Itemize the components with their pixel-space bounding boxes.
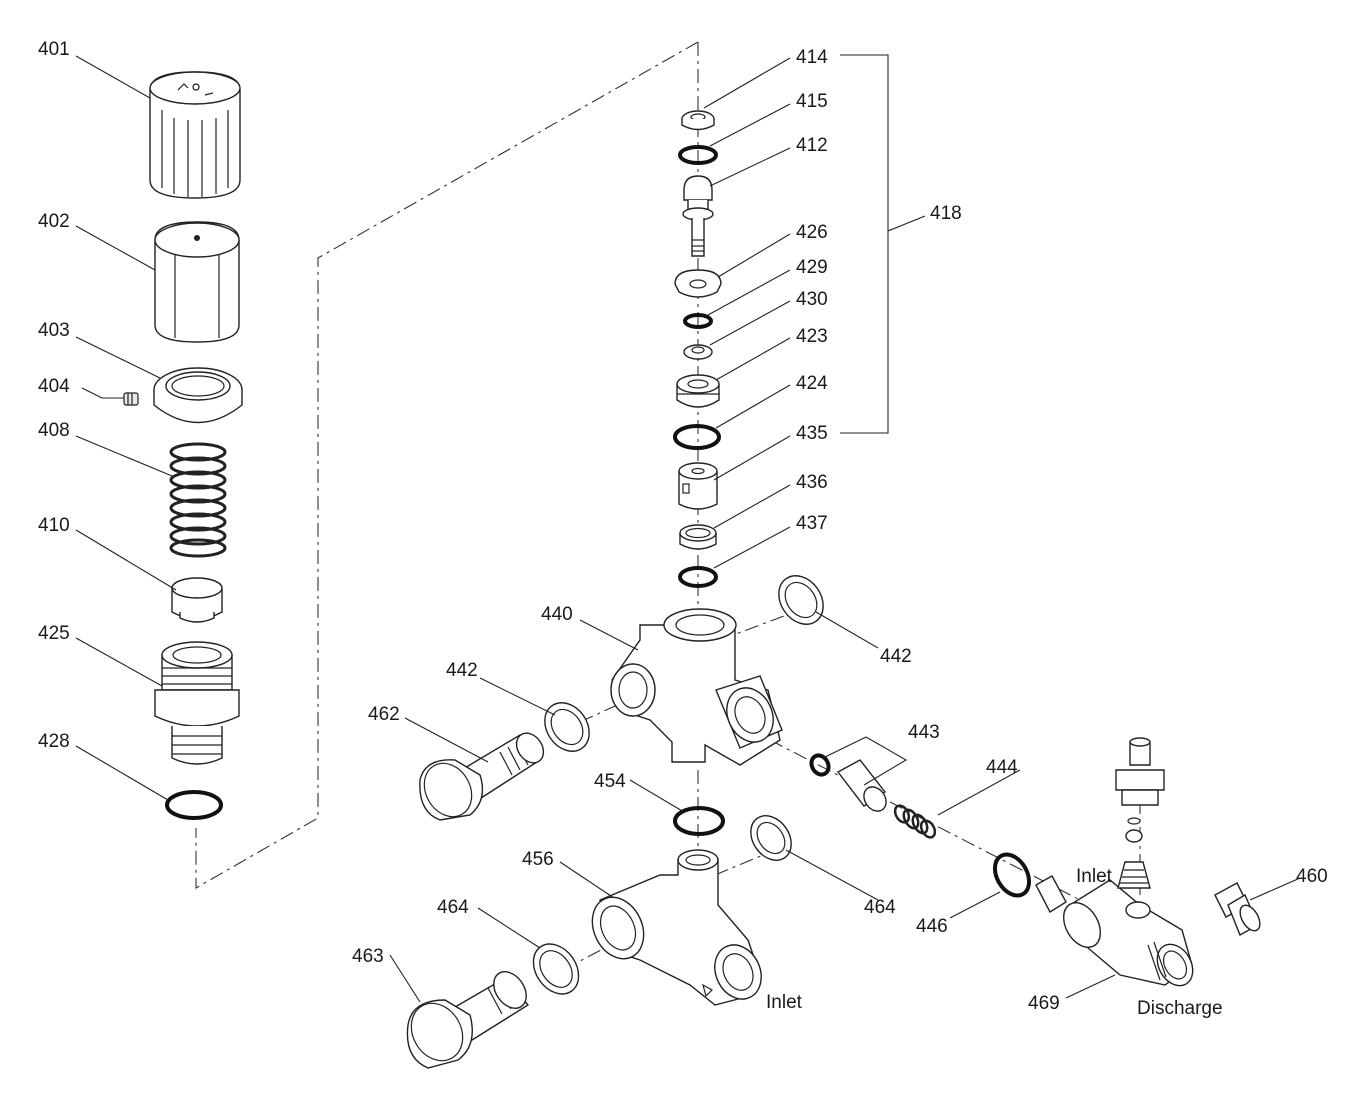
label-446: 446 xyxy=(916,916,948,937)
label-415: 415 xyxy=(796,91,828,112)
label-403: 403 xyxy=(38,320,70,341)
label-404: 404 xyxy=(38,376,70,397)
part-435-sleeve xyxy=(678,462,718,510)
label-442-left: 442 xyxy=(446,660,478,681)
part-424-o-ring xyxy=(673,424,721,450)
label-429: 429 xyxy=(796,257,828,278)
part-403-ring-nut xyxy=(153,367,243,424)
part-430-washer xyxy=(683,344,713,360)
leader-lines xyxy=(75,55,1301,1003)
part-444-spring xyxy=(893,804,937,839)
part-464-seal-left xyxy=(532,943,580,995)
part-415-o-ring xyxy=(678,145,718,165)
part-414-washer xyxy=(681,110,715,131)
label-435: 435 xyxy=(796,423,828,444)
part-460-nipple xyxy=(1214,882,1261,936)
part-425-seat xyxy=(154,641,240,765)
label-464-right: 464 xyxy=(864,897,896,918)
part-469-unloader-body xyxy=(1035,875,1194,987)
assembly-centerlines xyxy=(195,41,1141,983)
part-429-o-ring xyxy=(683,313,713,329)
kit-418-bracket xyxy=(840,54,889,434)
part-401-knob xyxy=(149,71,241,199)
part-412-valve-stem xyxy=(682,175,714,257)
label-412: 412 xyxy=(796,135,828,156)
part-442-seal-right xyxy=(778,575,824,625)
label-463: 463 xyxy=(352,946,384,967)
label-460: 460 xyxy=(1296,866,1328,887)
part-436-backup-ring xyxy=(679,524,717,550)
label-437: 437 xyxy=(796,513,828,534)
part-463-banjo-bolt xyxy=(406,971,530,1069)
annotation-inlet-right: Inlet xyxy=(1076,866,1113,887)
annotation-inlet-lower: Inlet xyxy=(766,992,803,1013)
part-462-banjo-bolt xyxy=(419,732,545,821)
part-labels: 401 402 403 404 408 410 425 428 414 415 … xyxy=(38,39,1328,1019)
part-464-seal-right xyxy=(750,815,792,861)
part-437-o-ring xyxy=(678,566,718,588)
part-410-piston xyxy=(171,577,223,623)
label-469: 469 xyxy=(1028,993,1060,1014)
label-425: 425 xyxy=(38,623,70,644)
label-442-right: 442 xyxy=(880,646,912,667)
part-454-o-ring xyxy=(673,806,725,836)
label-414: 414 xyxy=(796,47,828,68)
label-410: 410 xyxy=(38,515,70,536)
part-443-check-valve xyxy=(809,736,908,812)
part-456-tee xyxy=(591,849,762,1006)
label-423: 423 xyxy=(796,326,828,347)
label-418: 418 xyxy=(930,203,962,224)
label-462: 462 xyxy=(368,704,400,725)
part-428-o-ring xyxy=(165,790,223,820)
label-426: 426 xyxy=(796,222,828,243)
label-424: 424 xyxy=(796,373,828,394)
part-404-set-screw xyxy=(123,392,139,406)
part-446-o-ring xyxy=(992,852,1032,898)
label-444: 444 xyxy=(986,757,1018,778)
part-402-hex-cap xyxy=(154,221,240,343)
label-428: 428 xyxy=(38,731,70,752)
label-408: 408 xyxy=(38,420,70,441)
label-440: 440 xyxy=(541,604,573,625)
part-426-retainer xyxy=(674,269,722,298)
label-430: 430 xyxy=(796,289,828,310)
part-408-spring xyxy=(169,442,227,558)
label-401: 401 xyxy=(38,39,70,60)
label-402: 402 xyxy=(38,211,70,232)
label-464-left: 464 xyxy=(437,897,469,918)
label-443: 443 xyxy=(908,722,940,743)
label-454: 454 xyxy=(594,771,626,792)
part-fitting-top xyxy=(1115,737,1165,889)
annotation-discharge: Discharge xyxy=(1137,998,1223,1019)
part-442-seal-left xyxy=(544,702,590,752)
label-456: 456 xyxy=(522,849,554,870)
part-440-manifold xyxy=(610,608,783,766)
part-423-seat xyxy=(676,374,720,408)
label-436: 436 xyxy=(796,472,828,493)
